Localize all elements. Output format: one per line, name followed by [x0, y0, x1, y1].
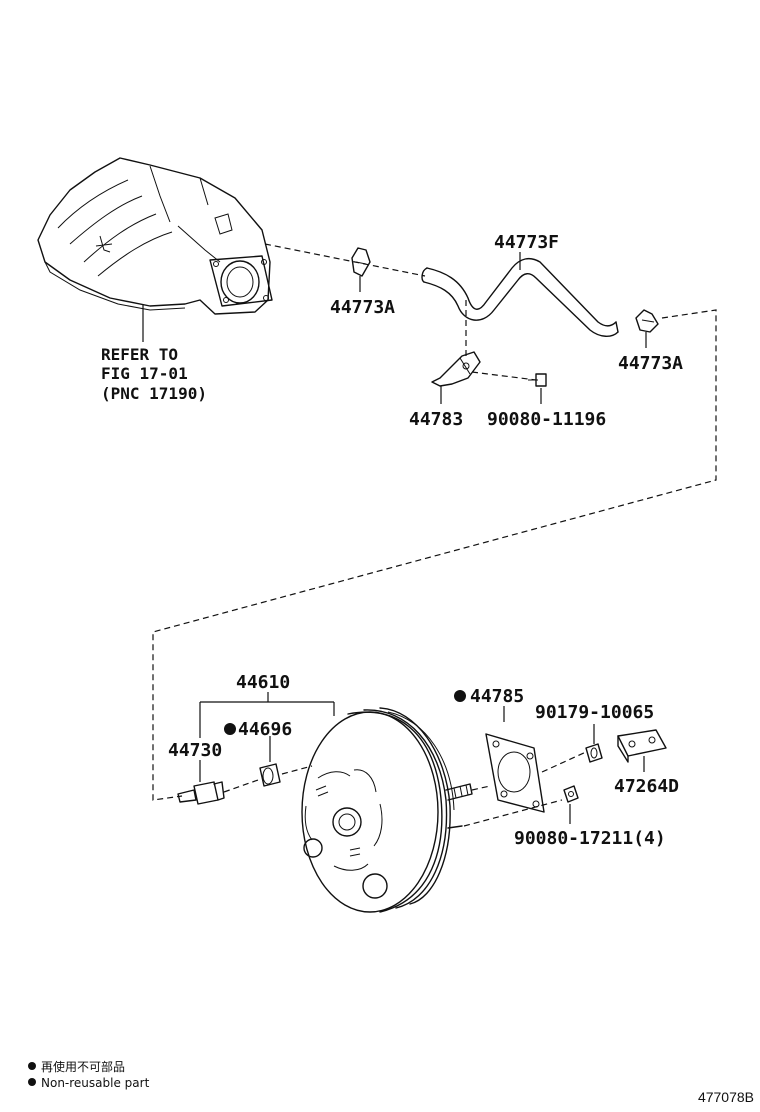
clip-90179-10065 [585, 743, 603, 763]
check-valve [177, 781, 225, 805]
stud-to-nut-dash [463, 799, 563, 827]
hose-clamp-right [635, 309, 659, 333]
part-number-44696: 44696 [238, 719, 292, 740]
gasket-to-clip-dash [541, 751, 587, 773]
grommet [259, 763, 281, 787]
brake-booster [301, 707, 473, 913]
part-number-44773A-left: 44773A [330, 297, 395, 318]
hose-clamp-left [351, 247, 371, 277]
refer-note-line1: REFER TO [101, 345, 178, 364]
intake-manifold [37, 157, 273, 315]
manifold-to-hose-dash [264, 243, 426, 277]
part-number-44783: 44783 [409, 409, 463, 430]
part-number-44730: 44730 [168, 740, 222, 761]
hose-to-booster-dash [152, 309, 717, 801]
bolt-90080-11196 [528, 373, 547, 387]
grommet-to-booster-dash [281, 765, 313, 775]
figure-code: 477078B [698, 1089, 754, 1105]
nut-90080-17211 [563, 785, 579, 803]
vacuum-hose [421, 257, 619, 337]
booster-to-gasket-dash [471, 785, 491, 791]
bracket-47264D [617, 729, 667, 763]
legend-bullet-en [28, 1078, 36, 1086]
part-number-44773A-right: 44773A [618, 353, 683, 374]
valve-to-grommet-dash [223, 779, 259, 793]
legend-bullet-jp [28, 1062, 36, 1070]
refer-note-line3: (PNC 17190) [101, 384, 207, 403]
group-44610-bracket [199, 692, 335, 738]
part-number-44610: 44610 [236, 672, 290, 693]
bracket-to-bolt-dash [471, 371, 537, 381]
legend-non-reusable-jp: 再使用不可部品 [41, 1059, 125, 1074]
part-number-47264D: 47264D [614, 776, 679, 797]
refer-note-line2: FIG 17-01 [101, 364, 188, 383]
part-number-44785: 44785 [470, 686, 524, 707]
non-reusable-marker-44696 [224, 723, 236, 735]
part-number-44773F: 44773F [494, 232, 559, 253]
legend-non-reusable-en: Non-reusable part [41, 1076, 150, 1090]
part-number-90080-11196: 90080-11196 [487, 409, 606, 430]
part-number-90179-10065: 90179-10065 [535, 702, 654, 723]
part-number-90080-17211: 90080-17211(4) [514, 828, 666, 849]
non-reusable-marker-44785 [454, 690, 466, 702]
hose-bracket [431, 351, 481, 387]
booster-gasket [485, 733, 545, 813]
